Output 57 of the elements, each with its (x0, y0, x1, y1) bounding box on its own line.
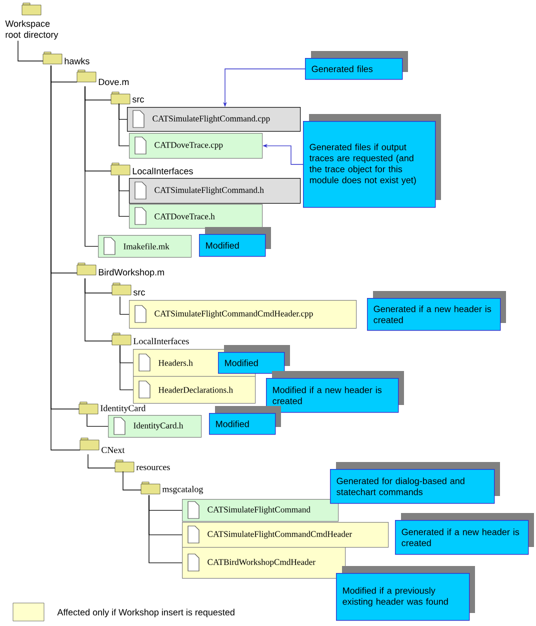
node-label: src (133, 290, 145, 296)
tree-line (148, 494, 182, 564)
folder: IdentityCard (78, 402, 146, 414)
folder: Dove.m (76, 70, 129, 86)
callout-box: Generated files if output traces are requested (and the trace object for this module does not exist yet) (303, 114, 441, 208)
folder: Workspace root directory (5, 2, 58, 40)
callout-box: Generated files (305, 51, 408, 80)
folder: hawks (42, 52, 90, 64)
callout-box: Modified (209, 406, 281, 435)
callout-box: Generated for dialog-based and statechart commands (330, 462, 500, 504)
tree-line (84, 278, 112, 342)
folder: LocalInterfaces (112, 332, 189, 346)
node-label: src (132, 98, 144, 102)
node-label: resources (136, 466, 170, 470)
file-entry: Imakefile.mk (98, 235, 192, 258)
file-entry: CATDoveTrace.cpp (129, 133, 263, 159)
folder: LocalInterfaces (110, 162, 193, 176)
file-entry: CATBirdWorkshopCmdHeader (182, 547, 346, 579)
file-entry: HeaderDeclarations.h (133, 376, 256, 404)
folder: CNext (80, 438, 125, 454)
tree-line (120, 296, 130, 315)
tree-line (18, 40, 44, 62)
node-label: LocalInterfaces (133, 338, 189, 344)
tree-line (122, 471, 142, 490)
node-label: msgcatalog (162, 486, 204, 494)
node-label: CNext (102, 446, 125, 454)
tree-line (88, 454, 116, 468)
node-label: Dove.m (98, 78, 129, 86)
file-entry: CATDoveTrace.h (129, 204, 263, 229)
file-entry: CATSimulateFlightCommandCmdHeader (182, 522, 389, 548)
folder: src (110, 92, 144, 104)
node-label: BirdWorkshop.m (98, 268, 164, 278)
tree-line (86, 414, 108, 427)
file-entry: CATSimulateFlightCommand.cpp (127, 107, 301, 132)
legend-label: Affected only if Workshop insert is requested (57, 608, 234, 618)
node-label: IdentityCard (100, 404, 146, 414)
callout-box: Generated if a new header is created (367, 291, 506, 331)
folder: src (112, 282, 145, 296)
node-label: LocalInterfaces (132, 168, 193, 174)
tree-line (84, 86, 98, 247)
file-entry: CATSimulateFlightCommand.h (129, 178, 301, 204)
tree-line (120, 345, 134, 390)
node-label: hawks (64, 58, 90, 64)
folder: resources (114, 460, 170, 472)
callout-box: Modified if a previously existing header was found (336, 566, 475, 621)
callout-box: Modified (218, 345, 290, 374)
file-entry: CATSimulateFlightCommand (182, 499, 339, 522)
folder: msgcatalog (140, 482, 204, 494)
callout-box: Generated if a new header is created (395, 513, 534, 555)
file-entry: CATSimulateFlightCommandCmdHeader.cpp (129, 300, 357, 329)
folder: BirdWorkshop.m (76, 262, 164, 278)
tree-line (118, 103, 130, 146)
tree-line (118, 175, 130, 217)
node-label: Workspace root directory (5, 20, 58, 40)
file-entry: IdentityCard.h (108, 415, 202, 438)
callout-box: Modified (199, 227, 271, 257)
callout-box: Modified if a new header is created (266, 371, 404, 413)
